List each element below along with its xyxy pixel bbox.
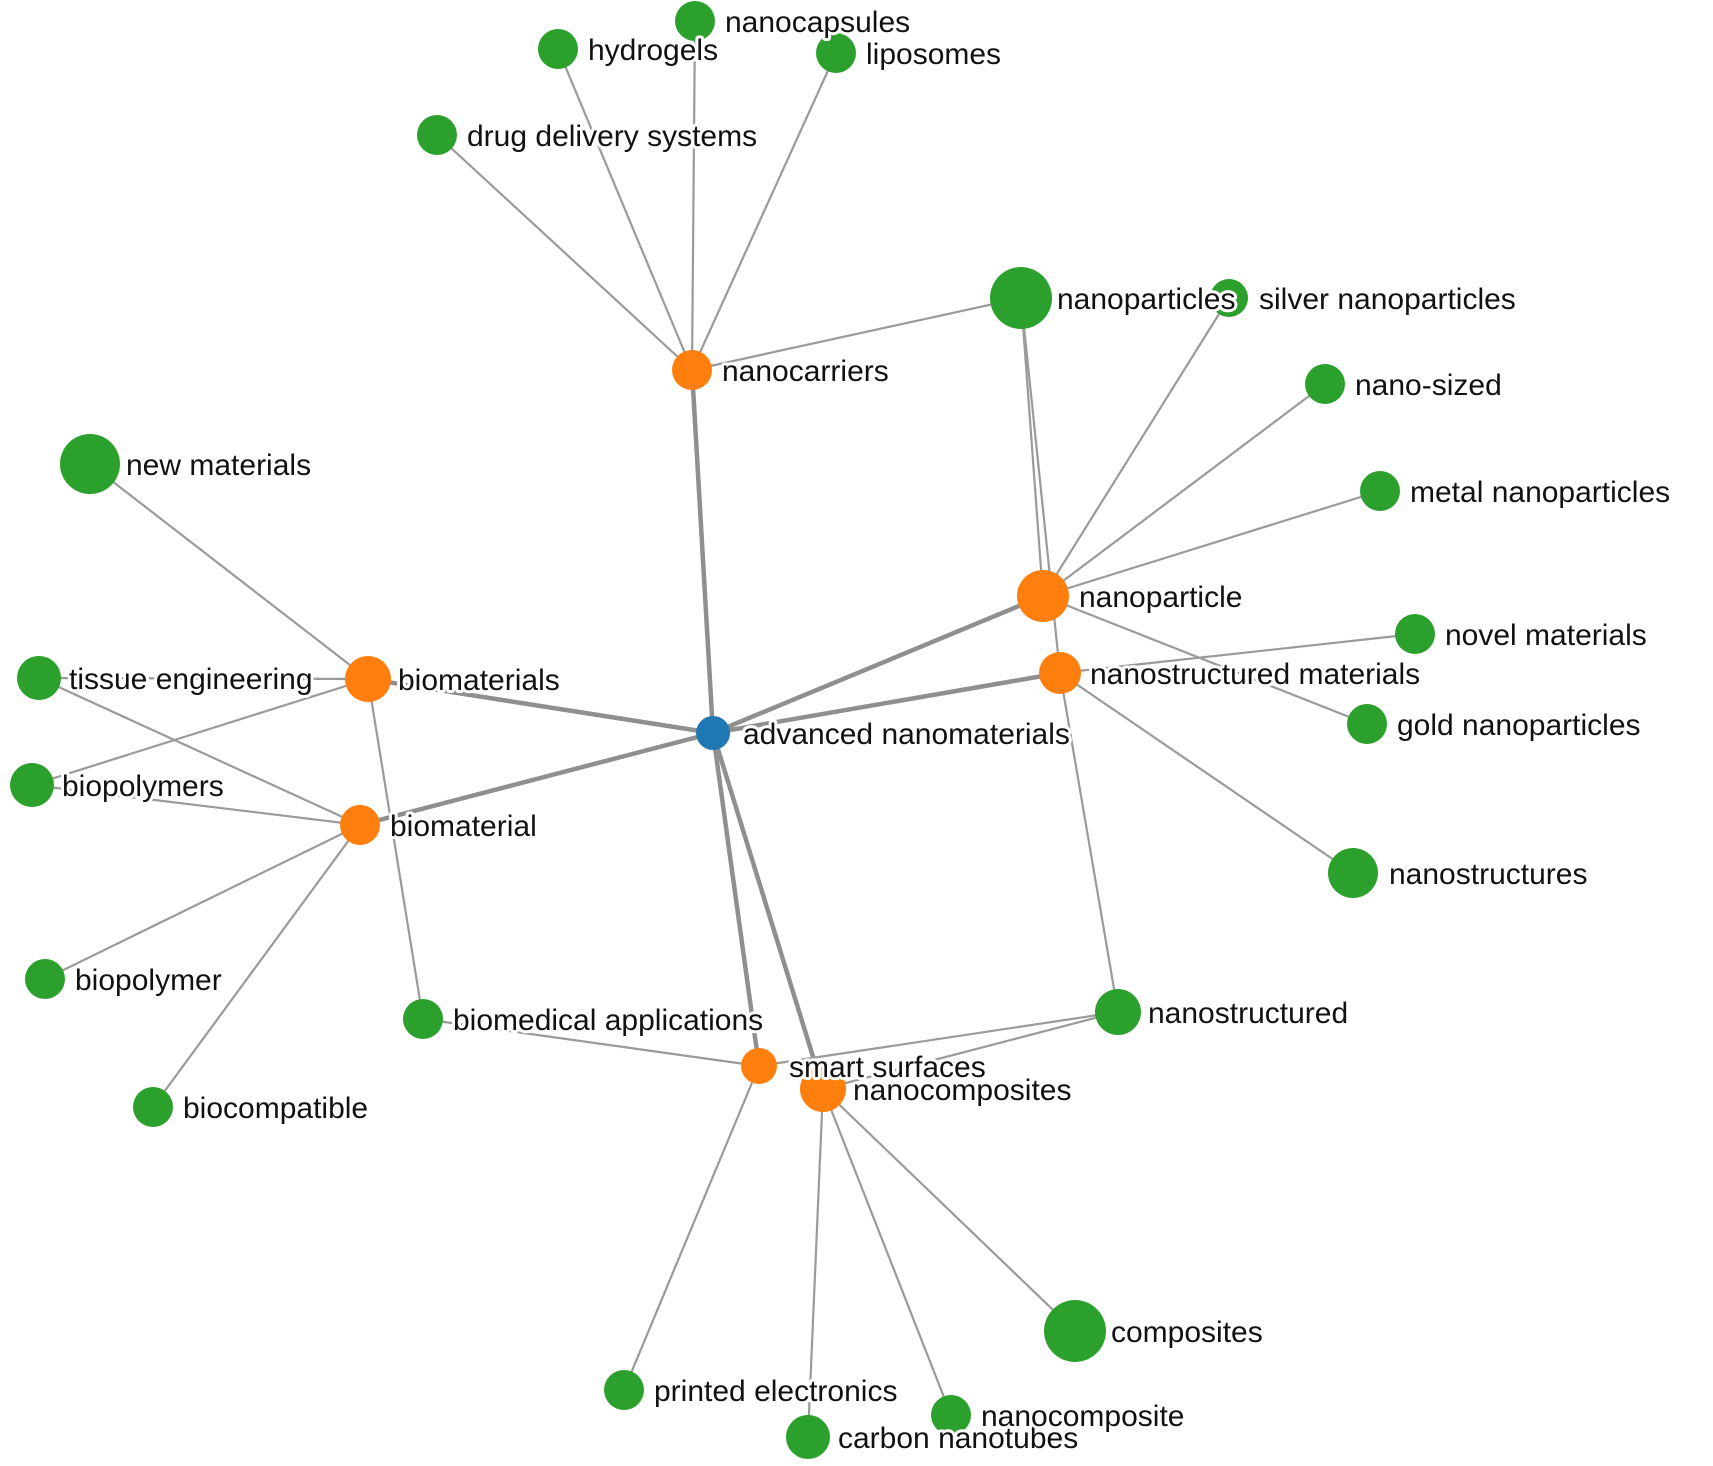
node-composites[interactable] bbox=[1044, 1300, 1106, 1362]
node-label-nanoparticle: nanoparticle bbox=[1079, 581, 1242, 614]
node-biomaterials[interactable] bbox=[345, 656, 391, 702]
node-nanostructured[interactable] bbox=[1095, 989, 1141, 1035]
edge-nanocomposites-nanostructured bbox=[822, 1010, 1119, 1091]
node-silver-nanoparticles[interactable] bbox=[1210, 279, 1248, 317]
node-carbon-nanotubes[interactable] bbox=[786, 1415, 830, 1459]
node-label-nanoparticles: nanoparticles bbox=[1057, 283, 1235, 316]
edge-biomaterials-biomedical-applications bbox=[366, 678, 425, 1020]
node-label-novel-materials: novel materials bbox=[1445, 619, 1647, 652]
node-label-nanostructured: nanostructured bbox=[1148, 997, 1348, 1030]
node-advanced-nanomaterials[interactable] bbox=[696, 716, 730, 750]
node-label-nanocomposites: nanocomposites bbox=[853, 1074, 1071, 1107]
edge-biomaterial-tissue-engineering bbox=[38, 676, 361, 827]
edge-biomaterial-biopolymers bbox=[31, 783, 361, 827]
node-tissue-engineering[interactable] bbox=[17, 656, 61, 700]
node-label-biopolymers: biopolymers bbox=[62, 770, 224, 803]
edge-nanocomposites-carbon-nanotubes bbox=[806, 1088, 825, 1438]
node-label-nanocomposite: nanocomposite bbox=[981, 1400, 1184, 1433]
edge-layer bbox=[31, 20, 1416, 1438]
edge-nanocomposites-nanocomposite bbox=[821, 1088, 953, 1416]
edge-biomaterials-biopolymers bbox=[31, 677, 369, 787]
node-biopolymers[interactable] bbox=[10, 763, 54, 807]
node-gold-nanoparticles[interactable] bbox=[1347, 704, 1387, 744]
node-nanostructured-materials[interactable] bbox=[1039, 652, 1081, 694]
node-nanocomposites[interactable] bbox=[800, 1066, 846, 1112]
node-new-materials[interactable] bbox=[60, 434, 120, 494]
node-printed-electronics[interactable] bbox=[604, 1370, 644, 1410]
node-label-silver-nanoparticles: silver nanoparticles bbox=[1259, 283, 1516, 316]
edge-advanced-nanomaterials-nanocarriers bbox=[689, 369, 716, 734]
edge-biomaterial-biopolymer bbox=[44, 824, 361, 980]
node-label-nanocarriers: nanocarriers bbox=[722, 355, 889, 388]
edge-advanced-nanomaterials-smart-surfaces bbox=[710, 732, 762, 1067]
node-nanocarriers[interactable] bbox=[672, 350, 712, 390]
edge-nanoparticle-gold-nanoparticles bbox=[1042, 594, 1368, 726]
node-label-drug-delivery-systems: drug delivery systems bbox=[467, 120, 757, 153]
edge-smart-surfaces-nanostructured bbox=[758, 1010, 1119, 1068]
edge-advanced-nanomaterials-nanocomposites bbox=[710, 732, 826, 1090]
node-nanocapsules[interactable] bbox=[675, 1, 715, 41]
edge-nanoparticle-nanoparticles bbox=[1019, 297, 1045, 597]
edge-advanced-nanomaterials-nanoparticle bbox=[712, 593, 1044, 736]
edge-advanced-nanomaterials-nanostructured-materials bbox=[712, 670, 1061, 736]
edge-nanocarriers-nanoparticles bbox=[691, 296, 1022, 372]
edge-smart-surfaces-biomedical-applications bbox=[422, 1017, 760, 1068]
node-nanoparticles[interactable] bbox=[990, 267, 1052, 329]
edge-biomaterial-biocompatible bbox=[152, 824, 361, 1108]
node-label-biomaterial: biomaterial bbox=[390, 810, 537, 843]
edge-nanocarriers-liposomes bbox=[690, 52, 838, 371]
node-biomaterial[interactable] bbox=[340, 805, 380, 845]
node-nanostructures[interactable] bbox=[1328, 848, 1378, 898]
edge-nanostructured-materials-nanostructured bbox=[1058, 672, 1120, 1013]
edge-biomaterials-new-materials bbox=[89, 463, 369, 680]
node-liposomes[interactable] bbox=[816, 33, 856, 73]
node-smart-surfaces[interactable] bbox=[741, 1048, 777, 1084]
edge-nanocarriers-nanocapsules bbox=[690, 20, 697, 371]
edge-nanostructured-materials-novel-materials bbox=[1059, 632, 1416, 675]
node-label-tissue-engineering: tissue engineering bbox=[69, 663, 313, 696]
node-label-biomedical-applications: biomedical applications bbox=[453, 1004, 763, 1037]
label-layer: advanced nanomaterials nanocarriers biomat… bbox=[59, 3, 1673, 1458]
edge-nanoparticle-nano-sized bbox=[1042, 383, 1326, 597]
edge-advanced-nanomaterials-biomaterial bbox=[359, 730, 714, 828]
node-label-smart-surfaces: smart surfaces bbox=[789, 1051, 986, 1084]
node-label-advanced-nanomaterials: advanced nanomaterials bbox=[743, 718, 1070, 751]
node-label-composites: composites bbox=[1111, 1316, 1263, 1349]
node-label-nanostructured-materials: nanostructured materials bbox=[1090, 658, 1420, 691]
node-hydrogels[interactable] bbox=[538, 29, 578, 69]
edge-nanoparticle-silver-nanoparticles bbox=[1042, 297, 1230, 597]
node-label-biopolymer: biopolymer bbox=[75, 964, 222, 997]
node-label-biocompatible: biocompatible bbox=[183, 1092, 368, 1125]
node-nano-sized[interactable] bbox=[1305, 364, 1345, 404]
node-label-printed-electronics: printed electronics bbox=[654, 1375, 897, 1408]
node-label-biomaterials: biomaterials bbox=[398, 664, 560, 697]
node-nanoparticle[interactable] bbox=[1017, 570, 1069, 622]
edge-smart-surfaces-printed-electronics bbox=[622, 1065, 761, 1391]
node-drug-delivery-systems[interactable] bbox=[417, 115, 457, 155]
node-label-liposomes: liposomes bbox=[866, 38, 1001, 71]
edge-nanocomposites-composites bbox=[822, 1088, 1076, 1332]
node-label-nanocapsules: nanocapsules bbox=[725, 6, 910, 39]
edge-biomaterials-tissue-engineering bbox=[38, 676, 369, 681]
edge-nanocarriers-drug-delivery-systems bbox=[436, 134, 693, 371]
node-layer bbox=[10, 1, 1435, 1459]
edge-nanostructured-materials-nanostructures bbox=[1059, 672, 1354, 874]
node-label-nano-sized: nano-sized bbox=[1355, 369, 1502, 402]
node-biocompatible[interactable] bbox=[133, 1087, 173, 1127]
edge-advanced-nanomaterials-biomaterials bbox=[367, 676, 714, 736]
edge-nanoparticle-metal-nanoparticles bbox=[1042, 489, 1381, 598]
node-nanocomposite[interactable] bbox=[931, 1395, 971, 1435]
node-label-new-materials: new materials bbox=[126, 449, 311, 482]
node-label-metal-nanoparticles: metal nanoparticles bbox=[1410, 476, 1670, 509]
node-novel-materials[interactable] bbox=[1395, 614, 1435, 654]
edge-nanocarriers-hydrogels bbox=[556, 48, 694, 371]
node-label-carbon-nanotubes: carbon nanotubes bbox=[838, 1422, 1078, 1455]
node-biopolymer[interactable] bbox=[25, 959, 65, 999]
node-label-nanostructures: nanostructures bbox=[1389, 858, 1587, 891]
node-metal-nanoparticles[interactable] bbox=[1360, 471, 1400, 511]
node-biomedical-applications[interactable] bbox=[403, 999, 443, 1039]
node-label-gold-nanoparticles: gold nanoparticles bbox=[1397, 709, 1641, 742]
node-label-hydrogels: hydrogels bbox=[588, 34, 718, 67]
